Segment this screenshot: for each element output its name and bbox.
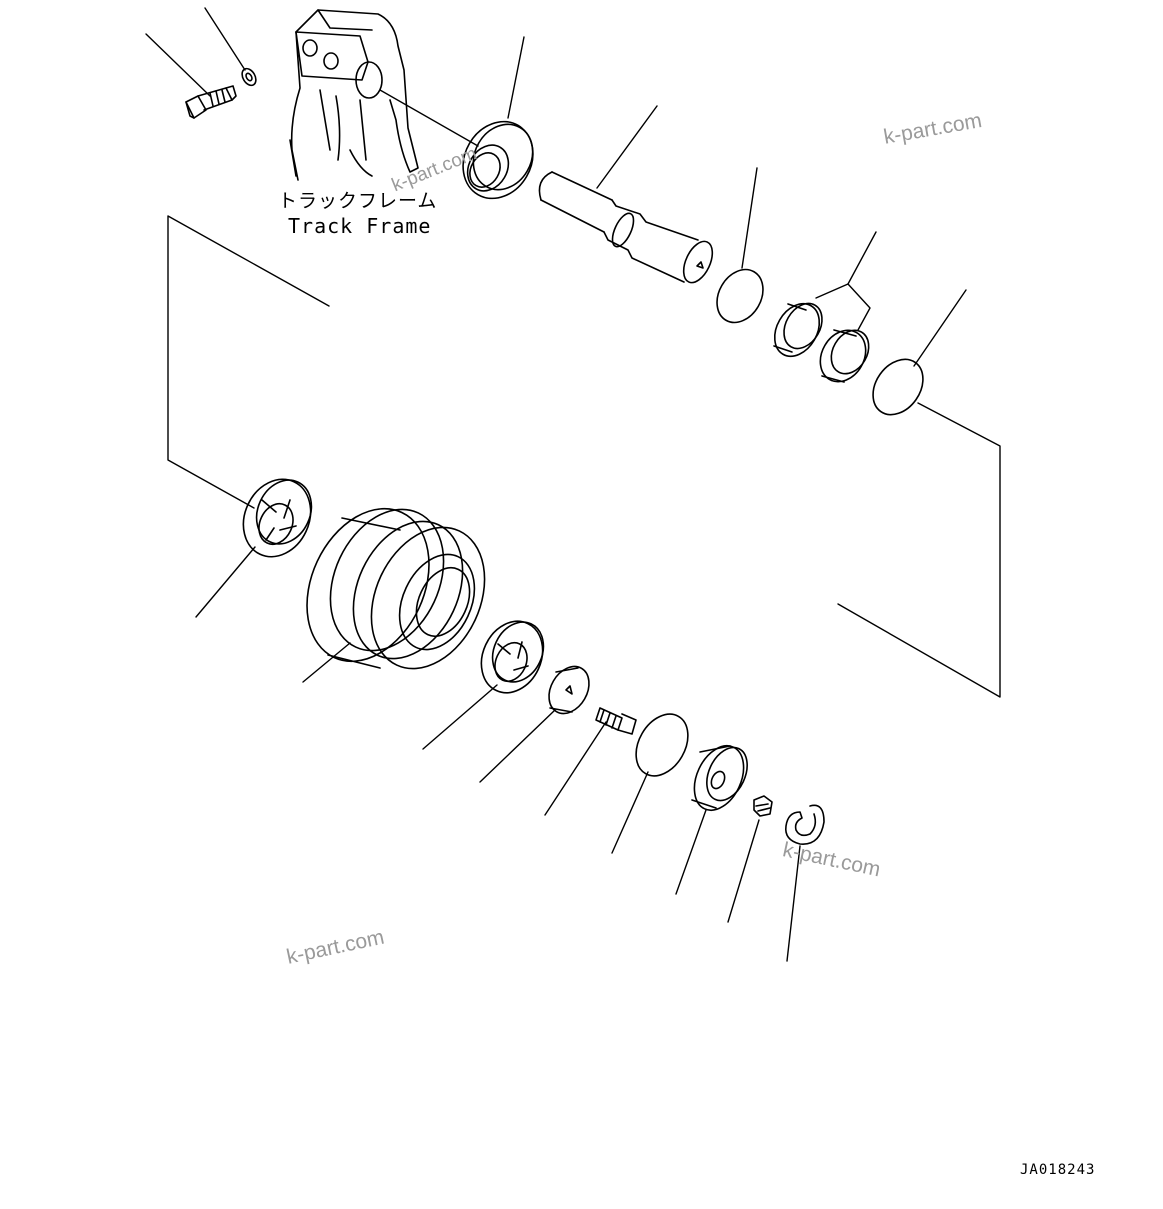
track-frame	[289, 9, 419, 181]
plug	[753, 795, 773, 817]
cover	[691, 745, 748, 811]
floating-seal-upper	[462, 120, 534, 200]
track-roller	[306, 507, 486, 670]
o-ring-right	[872, 358, 924, 416]
o-ring-upper	[716, 268, 764, 324]
washer-top	[241, 67, 257, 87]
bolt-top	[185, 85, 237, 119]
floating-seal-middle	[480, 620, 545, 694]
leader-lines	[145, 7, 1001, 962]
bushing-set	[773, 302, 870, 383]
track-frame-label-en: Track Frame	[288, 214, 432, 238]
shaft	[538, 171, 714, 284]
bolt-lower	[595, 707, 637, 735]
track-frame-label-jp: トラックフレーム	[278, 190, 438, 212]
o-ring-lower	[635, 713, 689, 777]
snap-ring	[784, 804, 825, 845]
drawing-code: JA018243	[1020, 1162, 1096, 1178]
cap-disc	[548, 665, 590, 715]
floating-seal-left	[242, 478, 313, 558]
